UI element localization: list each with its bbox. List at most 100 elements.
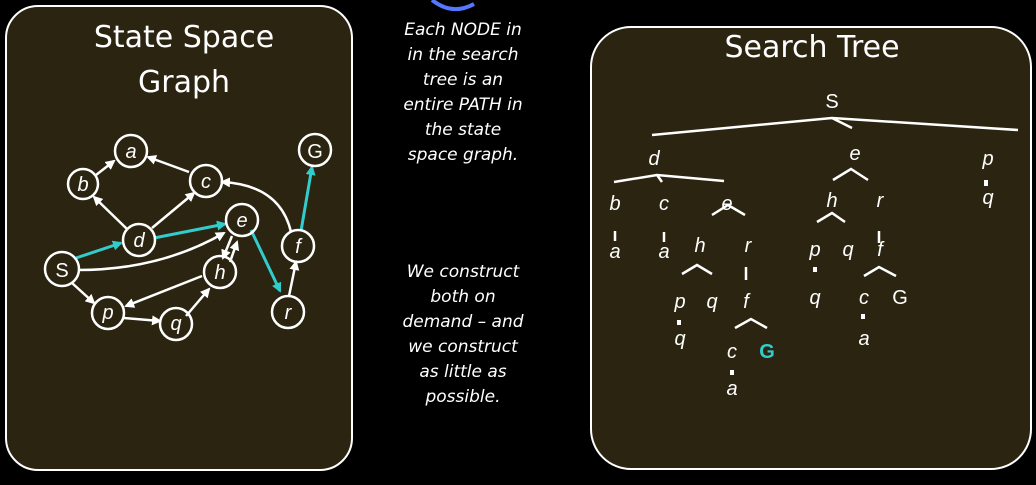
highlighted-path (75, 165, 316, 293)
path-edge-e-r (249, 229, 282, 293)
tree-edges (613, 116, 1019, 330)
node-p (90, 295, 126, 331)
tree-labels: S d e p q b c e a a h r p q f q c G a h … (609, 91, 993, 400)
node-d-label: d (133, 230, 145, 252)
caption-line: both on (430, 287, 496, 307)
node-b-label: b (77, 174, 88, 196)
tree-node-e-r-f-c: c (859, 287, 869, 309)
tree-dot-d-e-h-p-q (677, 320, 681, 325)
tree-node-d-b: b (609, 193, 620, 215)
node-e (224, 202, 260, 238)
tree-node-d-e-r-f-G: G (759, 341, 775, 363)
tree-node-e-h: h (826, 190, 837, 212)
node-a-label: a (125, 141, 136, 163)
caption-paragraph-1: Each NODE in in the search tree is an en… (358, 18, 568, 168)
node-d (121, 222, 157, 258)
tree-node-e-h-q: q (842, 239, 853, 261)
path-edge-S-d (75, 240, 123, 260)
tree-node-e: e (849, 143, 860, 165)
node-f-label: f (295, 236, 303, 258)
tree-node-e-r-f: f (877, 239, 885, 261)
node-p-label: p (101, 302, 113, 324)
edge-f-c (220, 177, 293, 233)
path-edge-f-G (299, 165, 316, 232)
tree-dot-d-e-r-f-c-a (730, 370, 734, 375)
state-space-graph-panel: State Space Graph (5, 5, 353, 471)
caption-line: entire PATH in (403, 95, 523, 115)
edge-S-e (77, 231, 226, 272)
edge-q-h (185, 287, 211, 317)
node-f (280, 228, 316, 264)
tree-node-p-q: q (982, 187, 993, 209)
tree-node-p: p (981, 148, 993, 170)
graph-panel-title-line1: State Space (94, 20, 274, 55)
tree-node-e-h-p: p (808, 239, 820, 261)
tree-node-d-e-r-f: f (743, 291, 751, 313)
tree-node-e-h-p-q: q (809, 287, 820, 309)
node-r (270, 294, 306, 330)
tree-node-e-r-f-c-a: a (858, 328, 869, 350)
tree-node-e-r: r (877, 190, 885, 212)
tree-branch-e (832, 167, 869, 182)
edge-b-a (95, 159, 116, 176)
edge-c-a (146, 155, 190, 174)
tree-node-d-e-h: h (694, 235, 705, 257)
tree-node-d-e-h-q: q (706, 291, 717, 313)
tree-branch-d-e (711, 203, 746, 217)
caption-line: the state (424, 120, 502, 140)
edge-h-p (124, 274, 203, 308)
path-edge-d-e (153, 220, 227, 240)
tree-node-d-e-h-p-q: q (674, 328, 685, 350)
tree-node-e-r-f-G: G (892, 287, 908, 309)
node-c-label: c (201, 171, 211, 193)
graph-node-labels: a b c d e f G S h p q r (55, 141, 322, 335)
graph-edges (71, 155, 300, 326)
logo-fragment-icon (430, 0, 475, 12)
edge-e-h (221, 235, 234, 260)
tree-node-d-e-r-f-c: c (727, 341, 737, 363)
tree-node-d-e: e (721, 193, 732, 215)
tree-dot-e-r-f-c-a (861, 314, 865, 319)
tree-branch-d-e-r-f (734, 317, 768, 330)
node-q (158, 306, 194, 342)
edge-p-q (123, 315, 162, 326)
tree-node-d-c-a: a (658, 241, 669, 263)
tree-branch-e-r-f (863, 265, 897, 278)
tree-node-d-e-r-f-c-a: a (726, 378, 737, 400)
tree-node-d-b-a: a (609, 241, 620, 263)
tree-dots (677, 180, 988, 375)
caption-line: space graph. (407, 145, 519, 165)
caption-line: in the search (407, 45, 519, 65)
caption-line: tree is an (422, 70, 504, 90)
edge-d-b (92, 195, 128, 230)
caption-line: possible. (425, 387, 501, 407)
edge-r-f (287, 260, 300, 297)
search-tree-panel: Search Tree S d e (590, 26, 1032, 470)
caption-line: Each NODE in (404, 20, 522, 40)
tree-node-root: S (825, 91, 838, 113)
tree-node-d-e-r: r (745, 235, 753, 257)
tree-panel-title: Search Tree (724, 30, 899, 65)
tree-dot-p-q (984, 180, 988, 186)
tree-node-d-e-h-p: p (673, 291, 685, 313)
caption-line: demand – and (402, 312, 524, 332)
node-G-label: G (307, 141, 323, 163)
tree-node-d: d (648, 148, 660, 170)
tree-branch-root-mid (831, 116, 853, 130)
caption-line: as little as (419, 362, 507, 382)
node-G (297, 132, 333, 168)
node-h-label: h (214, 262, 225, 284)
caption-line: we construct (408, 337, 518, 357)
node-e-label: e (236, 210, 247, 232)
node-b (66, 167, 100, 201)
edge-d-c (151, 191, 196, 229)
node-c (188, 163, 224, 199)
node-a (113, 133, 149, 169)
edge-h-e (228, 240, 240, 263)
tree-node-d-c: c (659, 193, 669, 215)
edge-S-p (71, 282, 96, 305)
node-r-label: r (285, 302, 293, 324)
graph-panel-title-line2: Graph (138, 65, 230, 100)
graph-nodes (43, 132, 333, 342)
